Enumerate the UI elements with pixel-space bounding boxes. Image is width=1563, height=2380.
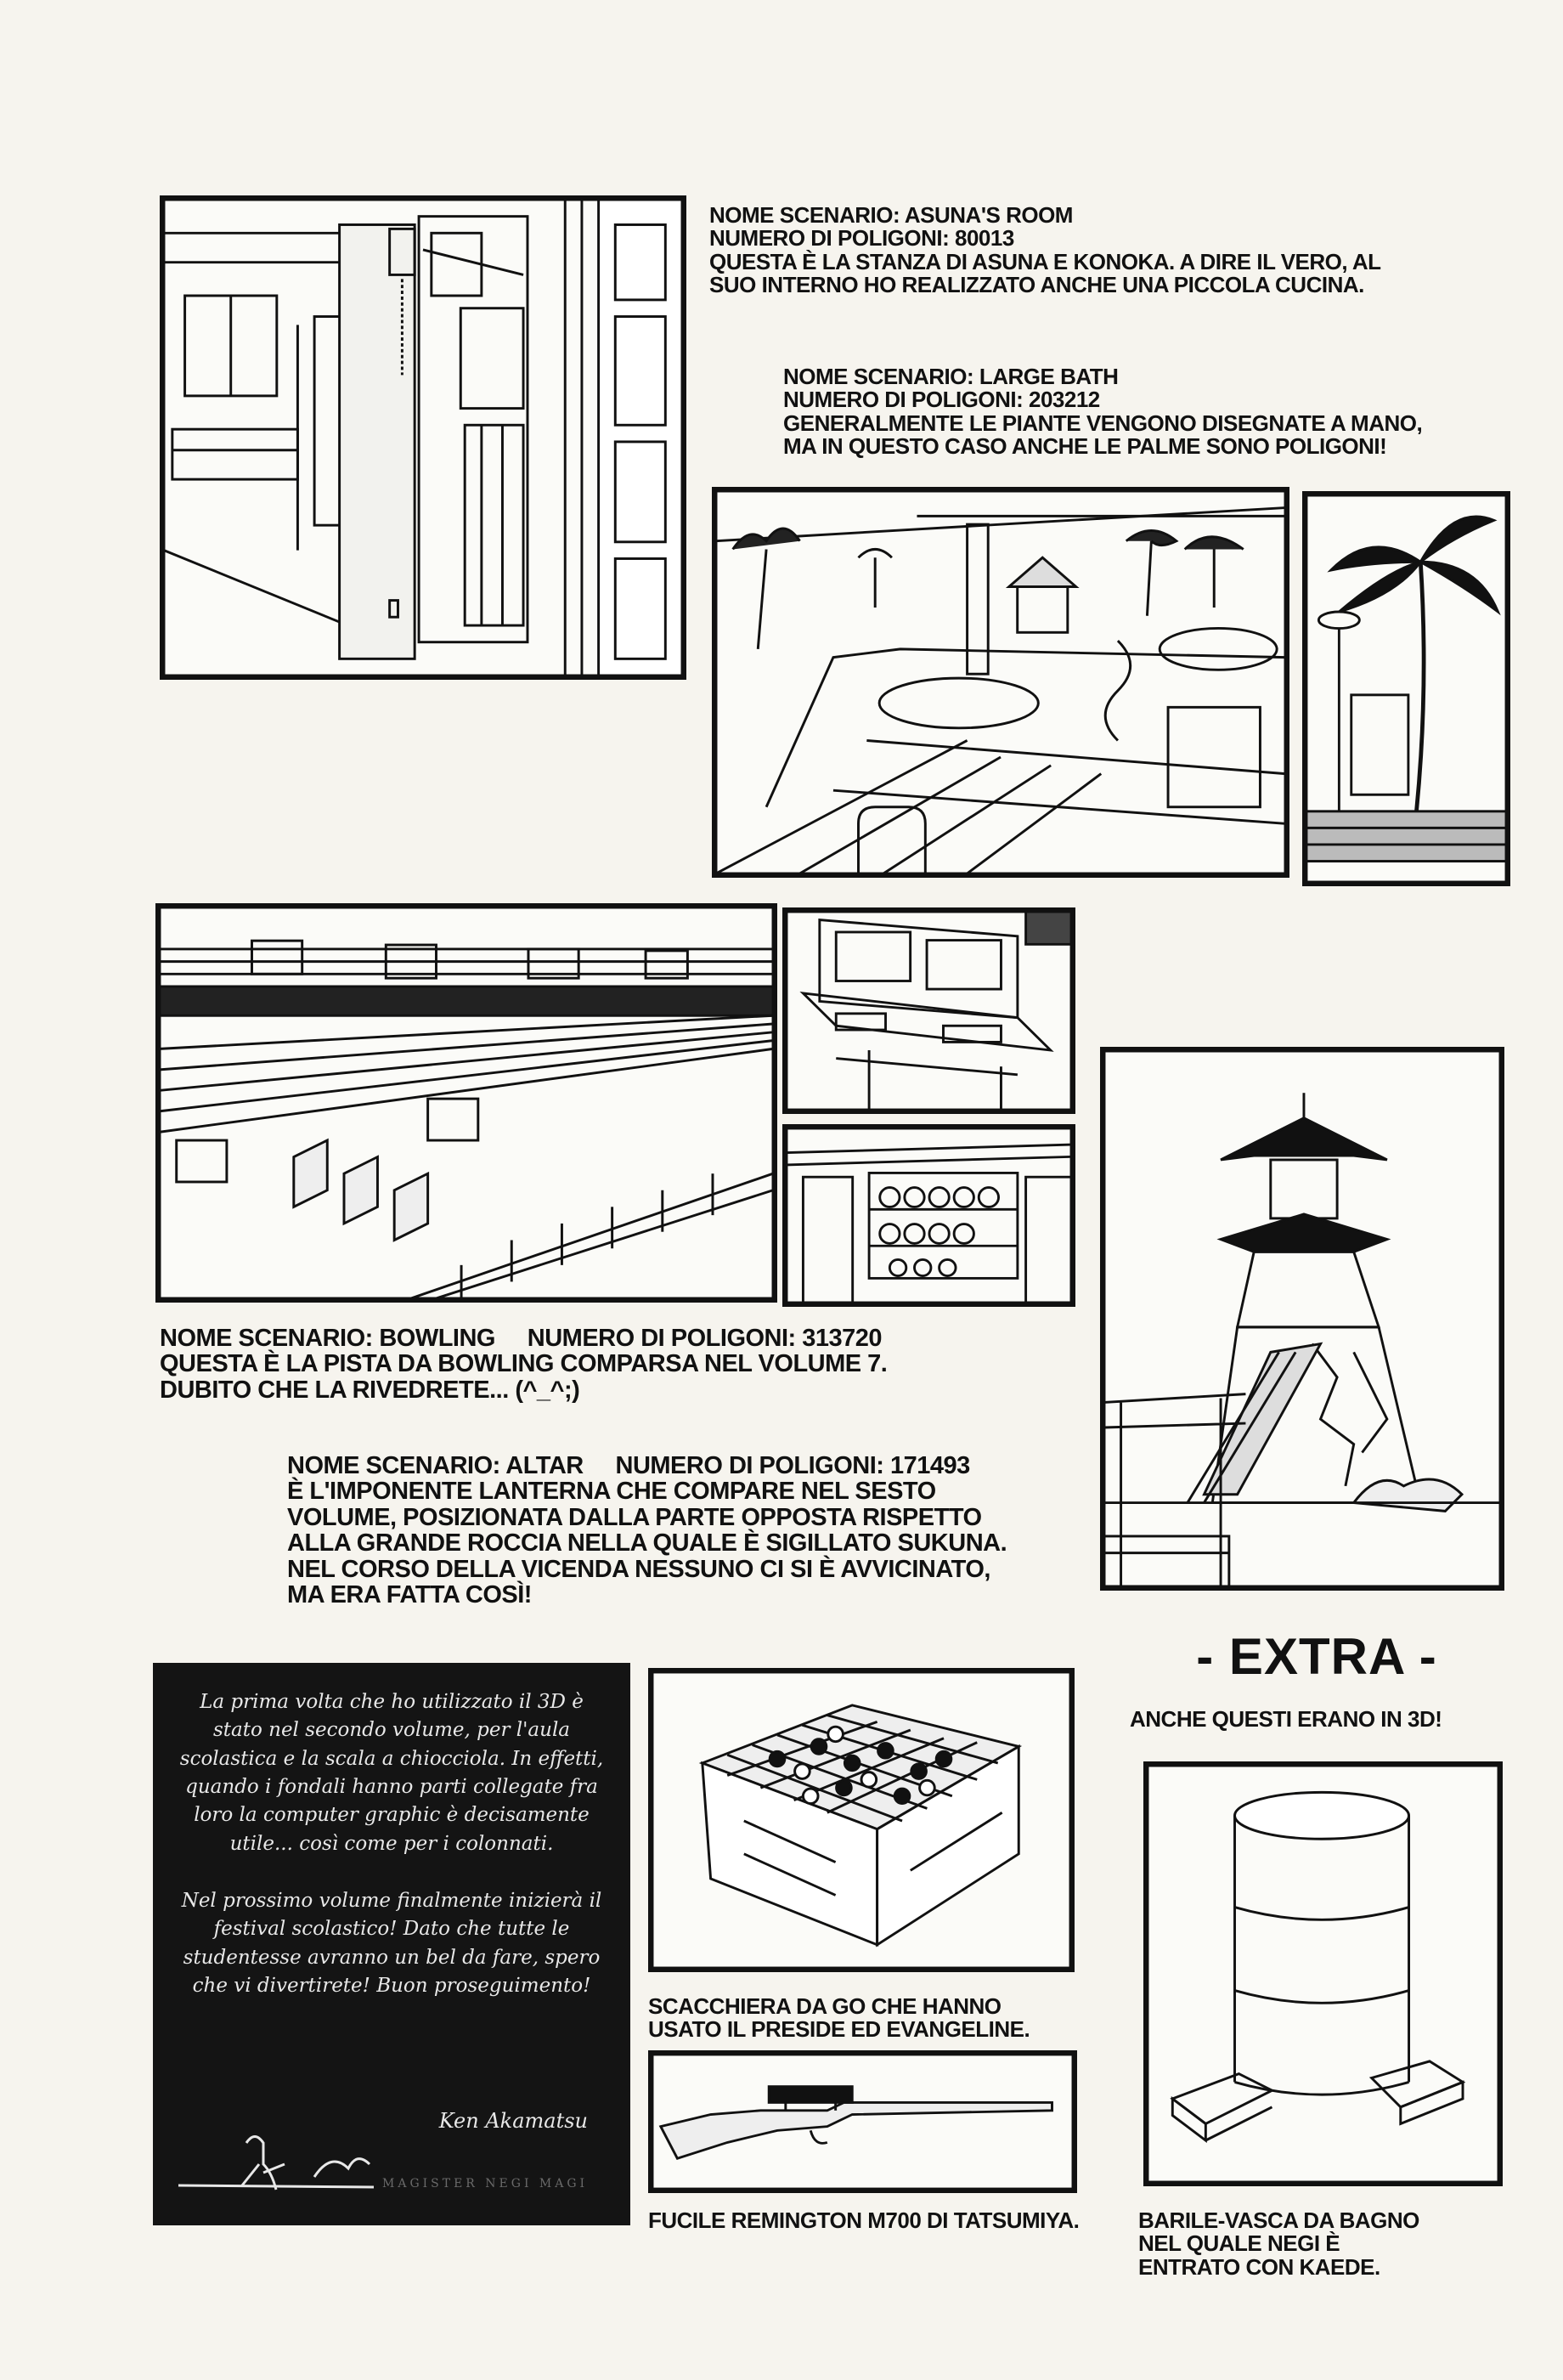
panel-altar-lantern <box>1100 1047 1504 1591</box>
panel-bowling-lanes <box>155 903 777 1303</box>
caption-line: NOME SCENARIO: LARGE BATH <box>783 364 1119 389</box>
caption-line: SCACCHIERA DA GO CHE HANNO <box>648 1993 1002 2019</box>
caption-line: BARILE-VASCA DA BAGNO <box>1138 2208 1419 2233</box>
extra-title: - EXTRA - <box>1196 1628 1437 1685</box>
large-bath-illustration <box>716 491 1285 873</box>
author-watermark: MAGISTER NEGI MAGI <box>382 2177 589 2191</box>
caption-bowling: NOME SCENARIO: BOWLING NUMERO DI POLIGON… <box>160 1325 888 1404</box>
caption-line: USATO IL PRESIDE ED EVANGELINE. <box>648 2016 1030 2043</box>
author-doodle-icon <box>178 2135 374 2191</box>
altar-lantern-illustration <box>1104 1051 1500 1586</box>
caption-line: SUO INTERNO HO REALIZZATO ANCHE UNA PICC… <box>709 271 1364 297</box>
caption-altar: NOME SCENARIO: ALTAR NUMERO DI POLIGONI:… <box>287 1453 1007 1608</box>
panel-large-bath <box>712 487 1289 878</box>
caption-asuna-room: NOME SCENARIO: ASUNA'S ROOM NUMERO DI PO… <box>709 202 1381 297</box>
go-board-illustration <box>652 1672 1070 1968</box>
caption-line: ENTRATO CON KAEDE. <box>1138 2253 1380 2280</box>
caption-line: MA ERA FATTA COSÌ! <box>287 1581 532 1609</box>
barrel-illustration <box>1148 1766 1498 2182</box>
author-note-paragraph: La prima volta che ho utilizzato il 3D è… <box>179 1691 604 1855</box>
bowling-lanes-illustration <box>160 907 773 1298</box>
panel-bowling-balls <box>782 1124 1075 1307</box>
caption-line: NEL QUALE NEGI È <box>1138 2230 1340 2257</box>
caption-line: NUMERO DI POLIGONI: 203212 <box>783 387 1100 413</box>
panel-rifle <box>648 2050 1077 2193</box>
panel-palm-tree <box>1302 491 1510 886</box>
caption-line: DUBITO CHE LA RIVEDRETE... (^_^;) <box>160 1376 580 1404</box>
rifle-illustration <box>652 2055 1073 2189</box>
panel-asuna-room <box>160 195 686 680</box>
extra-subtitle: ANCHE QUESTI ERANO IN 3D! <box>1130 1706 1442 1732</box>
asuna-room-illustration <box>164 200 682 676</box>
caption-large-bath: NOME SCENARIO: LARGE BATH NUMERO DI POLI… <box>783 364 1423 459</box>
caption-line: QUESTA È LA PISTA DA BOWLING COMPARSA NE… <box>160 1350 888 1378</box>
author-note: La prima volta che ho utilizzato il 3D è… <box>153 1663 630 2225</box>
caption-line: È L'IMPONENTE LANTERNA CHE COMPARE NEL S… <box>287 1478 936 1506</box>
caption-go-board: SCACCHIERA DA GO CHE HANNO USATO IL PRES… <box>648 1993 1030 2043</box>
caption-line: ALLA GRANDE ROCCIA NELLA QUALE È SIGILLA… <box>287 1529 1007 1557</box>
caption-line: QUESTA È LA STANZA DI ASUNA E KONOKA. A … <box>709 248 1381 274</box>
caption-line: MA IN QUESTO CASO ANCHE LE PALME SONO PO… <box>783 432 1387 459</box>
caption-line: NOME SCENARIO: ASUNA'S ROOM <box>709 202 1073 228</box>
bowling-balls-illustration <box>787 1128 1071 1303</box>
caption-rifle: FUCILE REMINGTON M700 DI TATSUMIYA. <box>648 2208 1080 2233</box>
panel-barrel <box>1143 1761 1503 2186</box>
bowling-console-illustration <box>787 912 1071 1110</box>
caption-line: NOME SCENARIO: BOWLING NUMERO DI POLIGON… <box>160 1325 883 1352</box>
palm-tree-illustration <box>1306 495 1506 882</box>
caption-line: NOME SCENARIO: ALTAR NUMERO DI POLIGONI:… <box>287 1452 970 1479</box>
caption-line: NUMERO DI POLIGONI: 80013 <box>709 225 1014 252</box>
panel-go-board <box>648 1668 1075 1972</box>
caption-line: NEL CORSO DELLA VICENDA NESSUNO CI SI È … <box>287 1555 990 1583</box>
caption-barrel: BARILE-VASCA DA BAGNO NEL QUALE NEGI È E… <box>1138 2208 1419 2280</box>
panel-bowling-console <box>782 907 1075 1114</box>
author-note-paragraph: Nel prossimo volume finalmente inizierà … <box>181 1890 602 1998</box>
caption-line: VOLUME, POSIZIONATA DALLA PARTE OPPOSTA … <box>287 1503 982 1531</box>
caption-line: GENERALMENTE LE PIANTE VENGONO DISEGNATE… <box>783 410 1423 436</box>
caption-line: FUCILE REMINGTON M700 DI TATSUMIYA. <box>648 2208 1080 2233</box>
author-signature: Ken Akamatsu <box>438 2109 588 2133</box>
